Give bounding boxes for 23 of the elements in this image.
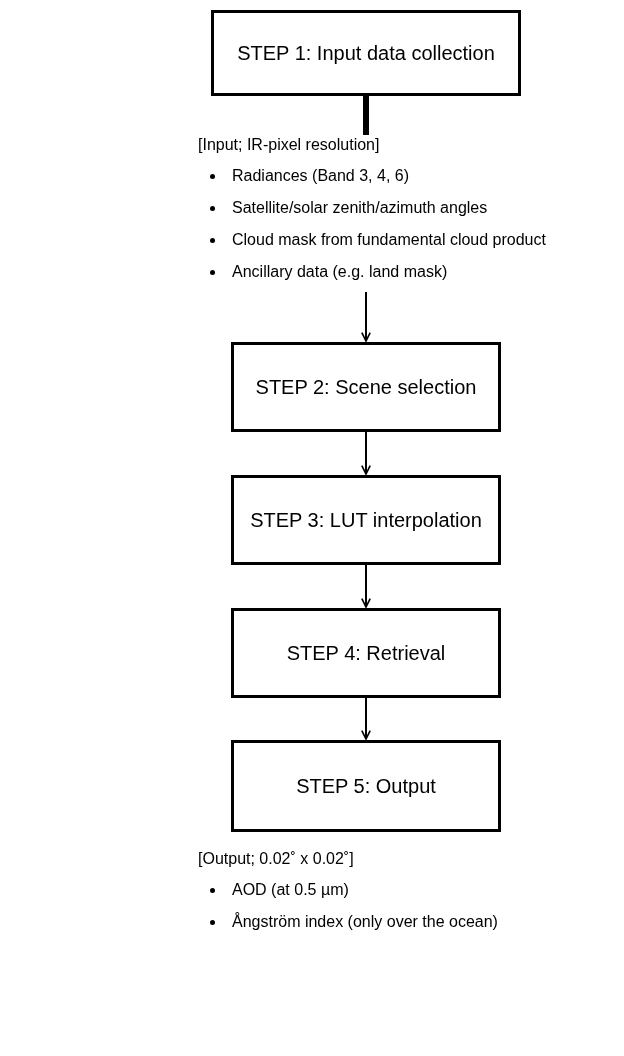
bullet-item: Radiances (Band 3, 4, 6): [232, 166, 410, 186]
step-label: STEP 5: Output: [296, 774, 436, 798]
step-label: STEP 1: Input data collection: [237, 41, 495, 65]
bullet-item: Cloud mask from fundamental cloud product: [232, 230, 546, 250]
arrow: [361, 291, 371, 342]
list-heading: [Input; IR-pixel resolution]: [198, 136, 381, 154]
bullet-item: AOD (at 0.5 µm): [232, 880, 350, 900]
bullet-item: Ancillary data (e.g. land mask): [232, 262, 449, 282]
process-box: [211, 10, 521, 96]
connector-line: [363, 96, 369, 135]
arrow: [361, 564, 371, 608]
process-box: [231, 475, 501, 565]
list-heading: [Output; 0.02˚ x 0.02˚]: [198, 850, 355, 868]
bullet-item: Satellite/solar zenith/azimuth angles: [232, 198, 489, 218]
step-label: STEP 4: Retrieval: [286, 641, 446, 665]
step-label: STEP 3: LUT interpolation: [250, 508, 482, 532]
process-box: [231, 740, 501, 832]
process-box: [231, 342, 501, 432]
arrow: [361, 697, 371, 740]
arrow: [361, 431, 371, 475]
process-box: [231, 608, 501, 698]
bullet-item: Ångström index (only over the ocean): [232, 911, 498, 932]
step-label: STEP 2: Scene selection: [255, 375, 477, 399]
